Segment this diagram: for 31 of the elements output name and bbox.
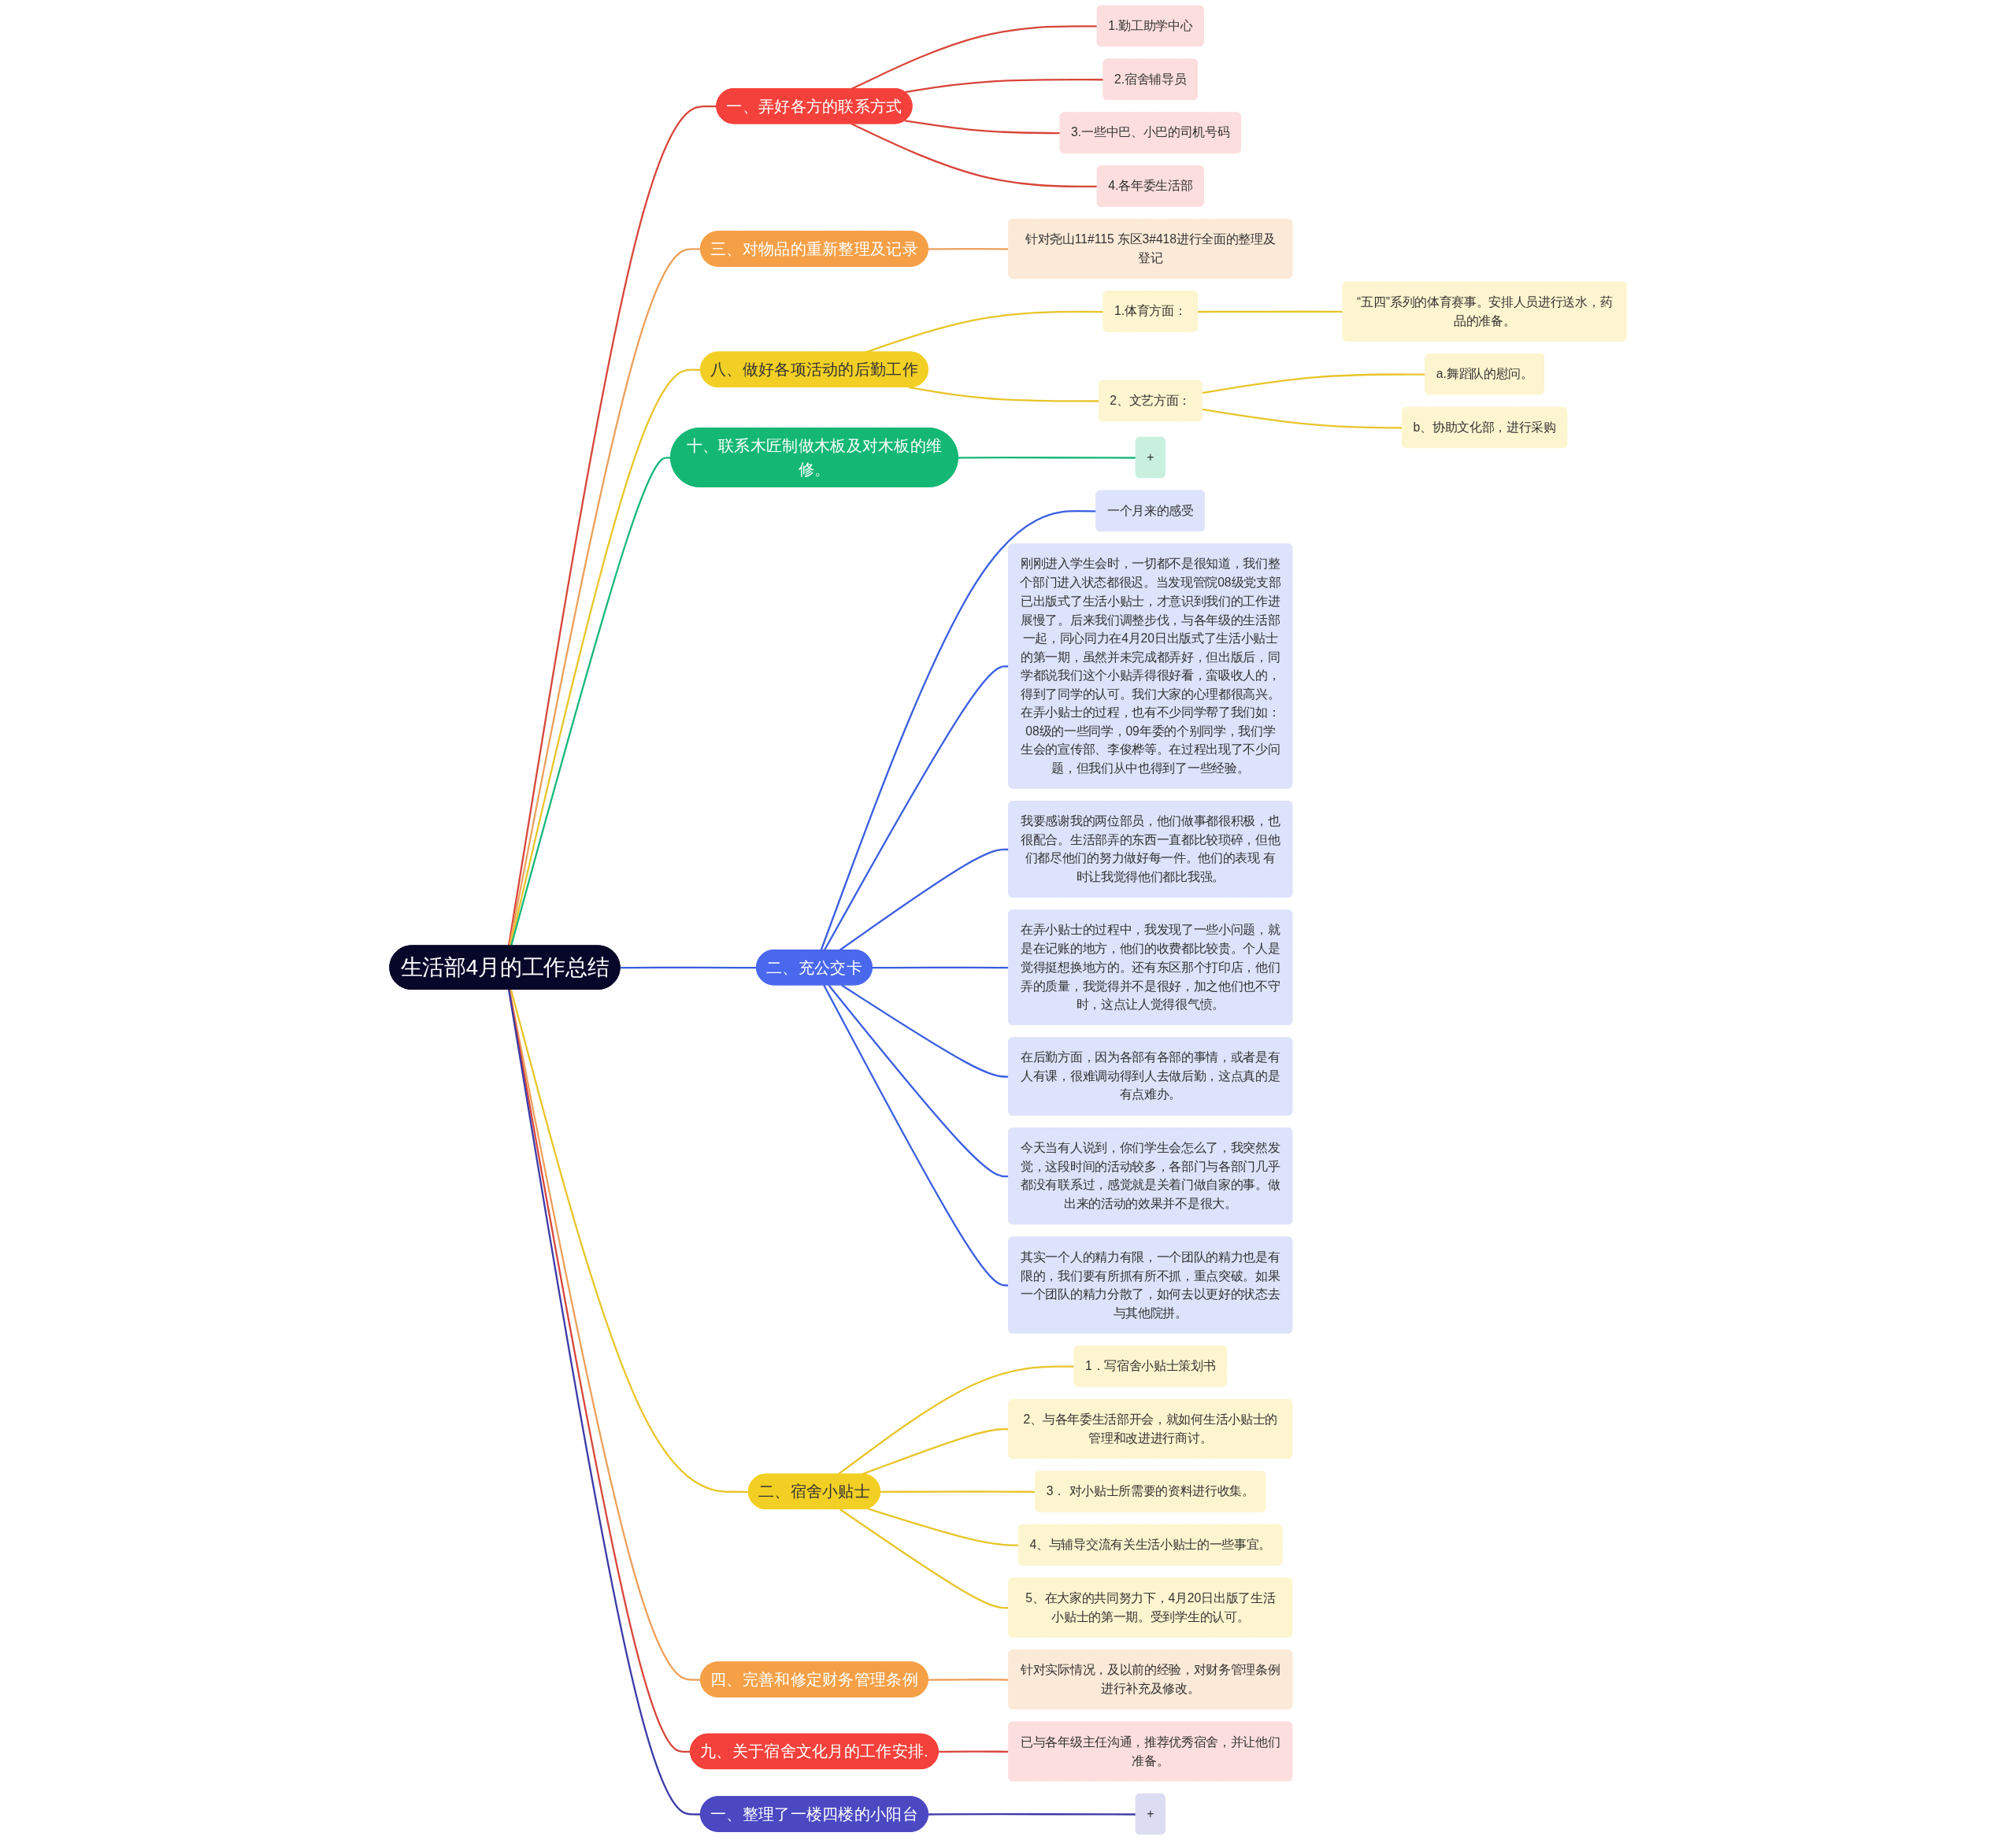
connector <box>620 966 758 969</box>
connector <box>928 1813 1136 1816</box>
connector <box>507 105 717 946</box>
connector <box>865 310 1104 354</box>
connector <box>928 248 1010 250</box>
connector <box>867 1508 1020 1546</box>
connector <box>1202 408 1403 429</box>
connector <box>872 966 1010 969</box>
connector <box>958 457 1136 459</box>
connector <box>837 1365 1075 1475</box>
connector <box>823 665 1010 951</box>
connector <box>509 368 702 946</box>
connector <box>880 1490 1036 1493</box>
connector <box>908 386 1099 402</box>
connector <box>841 984 1010 1078</box>
connector <box>928 1679 1010 1681</box>
connector <box>510 457 672 946</box>
connector <box>1197 310 1343 313</box>
connector <box>850 123 1098 188</box>
connector <box>828 984 1010 1178</box>
connector <box>823 984 1010 1287</box>
connector <box>938 1750 1010 1753</box>
connector <box>839 1509 1010 1609</box>
connector <box>510 989 749 1493</box>
connector <box>904 120 1061 135</box>
connector <box>508 248 702 946</box>
connector <box>904 79 1104 94</box>
connector <box>1202 373 1426 394</box>
connector <box>839 848 1010 951</box>
connector <box>820 510 1097 951</box>
connector <box>861 1428 1010 1475</box>
